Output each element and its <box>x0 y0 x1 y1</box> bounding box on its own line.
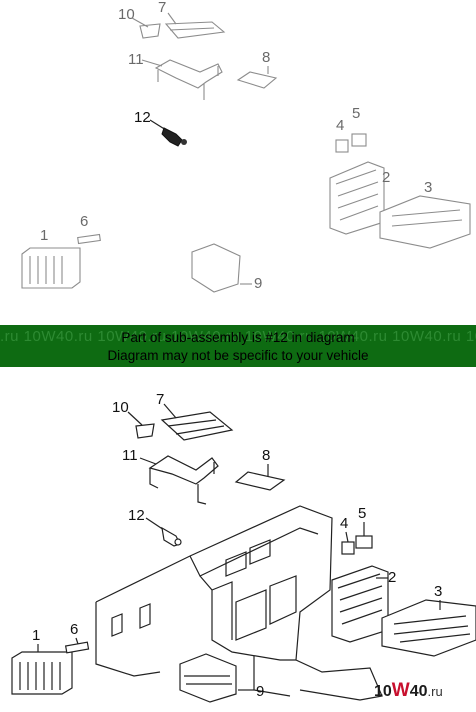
bottom-diagram: 10 7 11 8 12 <box>11 391 476 703</box>
part-3-top: 3 <box>379 179 471 249</box>
part-11-top: 11 <box>128 51 223 100</box>
dashboard-outline <box>95 505 383 701</box>
part-8: 8 <box>234 447 286 491</box>
callout-9: 9 <box>256 683 264 700</box>
callout-7-top: 7 <box>158 0 166 16</box>
part-6-top: 6 <box>77 213 101 245</box>
caption-line-2: Diagram may not be specific to your vehi… <box>107 348 369 363</box>
callout-8: 8 <box>262 447 270 464</box>
callout-2: 2 <box>388 569 396 586</box>
banner-watermark: .ru 10W40.ru 10W40.ru 10W40.ru 10W40.ru … <box>0 328 476 345</box>
callout-12: 12 <box>128 507 145 524</box>
callout-5-top: 5 <box>352 105 360 122</box>
part-7-top: 7 <box>158 0 226 39</box>
part-6: 6 <box>64 621 90 654</box>
part-10-top: 10 <box>118 6 161 39</box>
part-4-5-top: 4 5 <box>335 105 367 153</box>
part-11: 11 <box>122 447 219 505</box>
part-8-top: 8 <box>236 49 278 89</box>
callout-10: 10 <box>112 399 129 416</box>
logo-prefix: 10 <box>374 683 392 700</box>
part-12: 12 <box>128 507 182 547</box>
part-7: 7 <box>156 391 234 441</box>
callout-4: 4 <box>340 515 348 532</box>
part-9-top: 9 <box>191 243 262 293</box>
part-1: 1 <box>11 627 73 695</box>
callout-8-top: 8 <box>262 49 270 66</box>
callout-1: 1 <box>32 627 40 644</box>
logo-suffix: 40 <box>409 683 428 700</box>
caption-line-1: Part of sub-assembly is #12 in diagram <box>121 330 355 345</box>
part-12-top: 12 <box>134 109 187 147</box>
part-4: 4 <box>340 515 355 555</box>
part-5: 5 <box>355 505 373 549</box>
part-3: 3 <box>381 583 476 657</box>
part-1-top: 1 <box>21 227 81 289</box>
logo-w: W <box>391 680 410 701</box>
callout-4-top: 4 <box>336 117 344 134</box>
top-diagram: 10 7 11 8 12 <box>21 0 471 293</box>
callout-7: 7 <box>156 391 164 408</box>
callout-2-top: 2 <box>382 169 390 186</box>
part-9: 9 <box>179 653 264 703</box>
callout-10-top: 10 <box>118 6 135 23</box>
logo-tld: .ru <box>427 684 443 699</box>
callout-11: 11 <box>122 447 138 464</box>
caption-banner: .ru 10W40.ru 10W40.ru 10W40.ru 10W40.ru … <box>0 325 476 367</box>
callout-9-top: 9 <box>254 275 262 292</box>
callout-6-top: 6 <box>80 213 88 230</box>
callout-5: 5 <box>358 505 366 522</box>
callout-11-top: 11 <box>128 51 144 68</box>
callout-12-top: 12 <box>134 109 151 126</box>
part-10: 10 <box>112 399 155 439</box>
site-logo: 10W40.ru <box>374 680 443 702</box>
callout-1-top: 1 <box>40 227 48 244</box>
callout-3-top: 3 <box>424 179 432 196</box>
callout-3: 3 <box>434 583 442 600</box>
callout-6: 6 <box>70 621 78 638</box>
